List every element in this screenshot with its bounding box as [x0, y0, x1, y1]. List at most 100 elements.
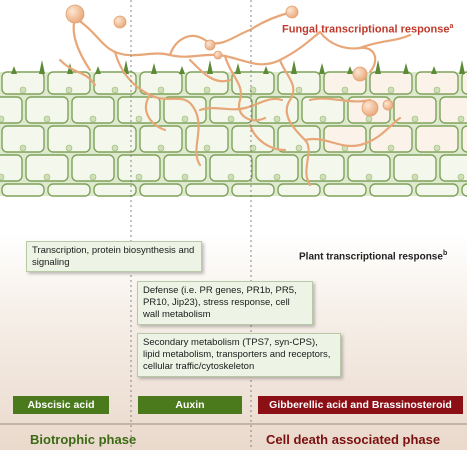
cell-nucleus [295, 86, 303, 94]
cell-nucleus [0, 173, 5, 181]
plant-cell [139, 125, 183, 153]
plant-cell [117, 96, 161, 124]
cell-nucleus [387, 144, 395, 152]
cell-nucleus [227, 115, 235, 123]
cell-nucleus [411, 173, 419, 181]
cell-nucleus [249, 86, 257, 94]
plant-cell [209, 154, 253, 182]
plant-cell [231, 125, 275, 153]
plant-cell [1, 183, 45, 197]
trichome [39, 60, 45, 74]
trichome [347, 66, 353, 74]
trichome [179, 66, 185, 74]
trichome [459, 60, 465, 74]
plant-cell [25, 154, 69, 182]
cell-death-phase-label: Cell death associated phase [266, 432, 441, 447]
fungal-response-heading: Fungal transcriptional responsea [282, 23, 454, 36]
plant-cell [393, 96, 437, 124]
trichomes [11, 60, 465, 74]
cell-nucleus [181, 173, 189, 181]
trichome [431, 66, 437, 74]
cell-nucleus [457, 173, 465, 181]
plant-cell [461, 183, 467, 197]
defense-box: Defense (i.e. PR genes, PR1b, PR5, PR10,… [137, 281, 313, 325]
plant-cell [231, 183, 275, 197]
plant-cell [117, 154, 161, 182]
cell-nucleus [457, 115, 465, 123]
plant-cell [1, 71, 45, 95]
cell-nucleus [65, 86, 73, 94]
trichome [235, 63, 241, 74]
cell-nucleus [411, 115, 419, 123]
plant-cell [369, 183, 413, 197]
plant-cell [461, 71, 467, 95]
plant-cell [0, 154, 23, 182]
hormone-abscisic-acid: Abscisic acid [13, 396, 109, 414]
cell-nucleus [65, 144, 73, 152]
plant-cell [323, 183, 367, 197]
cell-nucleus [387, 86, 395, 94]
plant-cell [1, 125, 45, 153]
plant-cell [47, 125, 91, 153]
plant-cell [415, 183, 459, 197]
plant-cell [47, 183, 91, 197]
cell-nucleus [273, 173, 281, 181]
plant-cell [93, 183, 137, 197]
cell-nucleus [319, 115, 327, 123]
plant-cell [301, 96, 345, 124]
hormone-gibberellic-brassinosteroid: Gibberellic acid and Brassinosteroid [258, 396, 463, 414]
cell-nucleus [135, 173, 143, 181]
plant-cell [461, 125, 467, 153]
plant-cell [369, 71, 413, 95]
cell-nucleus [203, 144, 211, 152]
trichome [375, 60, 381, 74]
plant-cell [25, 96, 69, 124]
plant-cell [163, 96, 207, 124]
trichome [403, 63, 409, 74]
plant-cell [93, 125, 137, 153]
cell-nucleus [227, 173, 235, 181]
secondary-metabolism-box: Secondary metabolism (TPS7, syn-CPS), li… [137, 333, 341, 377]
plant-cell [71, 96, 115, 124]
plant-cell [0, 96, 23, 124]
plant-cell [301, 154, 345, 182]
cell-nucleus [365, 173, 373, 181]
plant-cell [185, 183, 229, 197]
cell-nucleus [89, 115, 97, 123]
plant-cell [415, 71, 459, 95]
cell-nucleus [111, 144, 119, 152]
trichome [207, 60, 213, 74]
plant-cell [415, 125, 459, 153]
cell-nucleus [365, 115, 373, 123]
cell-nucleus [89, 173, 97, 181]
cell-nucleus [203, 86, 211, 94]
plant-cell [231, 71, 275, 95]
plant-cell-layer [0, 71, 467, 197]
plant-cell [71, 154, 115, 182]
trichome [291, 60, 297, 74]
cell-nucleus [273, 115, 281, 123]
cell-nucleus [19, 144, 27, 152]
cell-nucleus [433, 86, 441, 94]
plant-cell [347, 154, 391, 182]
cell-nucleus [249, 144, 257, 152]
trichome [123, 60, 129, 74]
cell-nucleus [295, 144, 303, 152]
cell-nucleus [135, 115, 143, 123]
cell-nucleus [341, 86, 349, 94]
trichome [263, 66, 269, 74]
fungal-spores [65, 4, 394, 117]
transcription-box: Transcription, protein biosynthesis and … [26, 241, 202, 272]
cell-nucleus [43, 115, 51, 123]
cell-nucleus [319, 173, 327, 181]
cell-nucleus [433, 144, 441, 152]
plant-cell [393, 154, 437, 182]
plant-response-heading: Plant transcriptional responseb [299, 250, 448, 263]
plant-cell [277, 183, 321, 197]
cell-nucleus [0, 115, 5, 123]
hormone-auxin: Auxin [138, 396, 242, 414]
cell-nucleus [19, 86, 27, 94]
trichome [319, 63, 325, 74]
